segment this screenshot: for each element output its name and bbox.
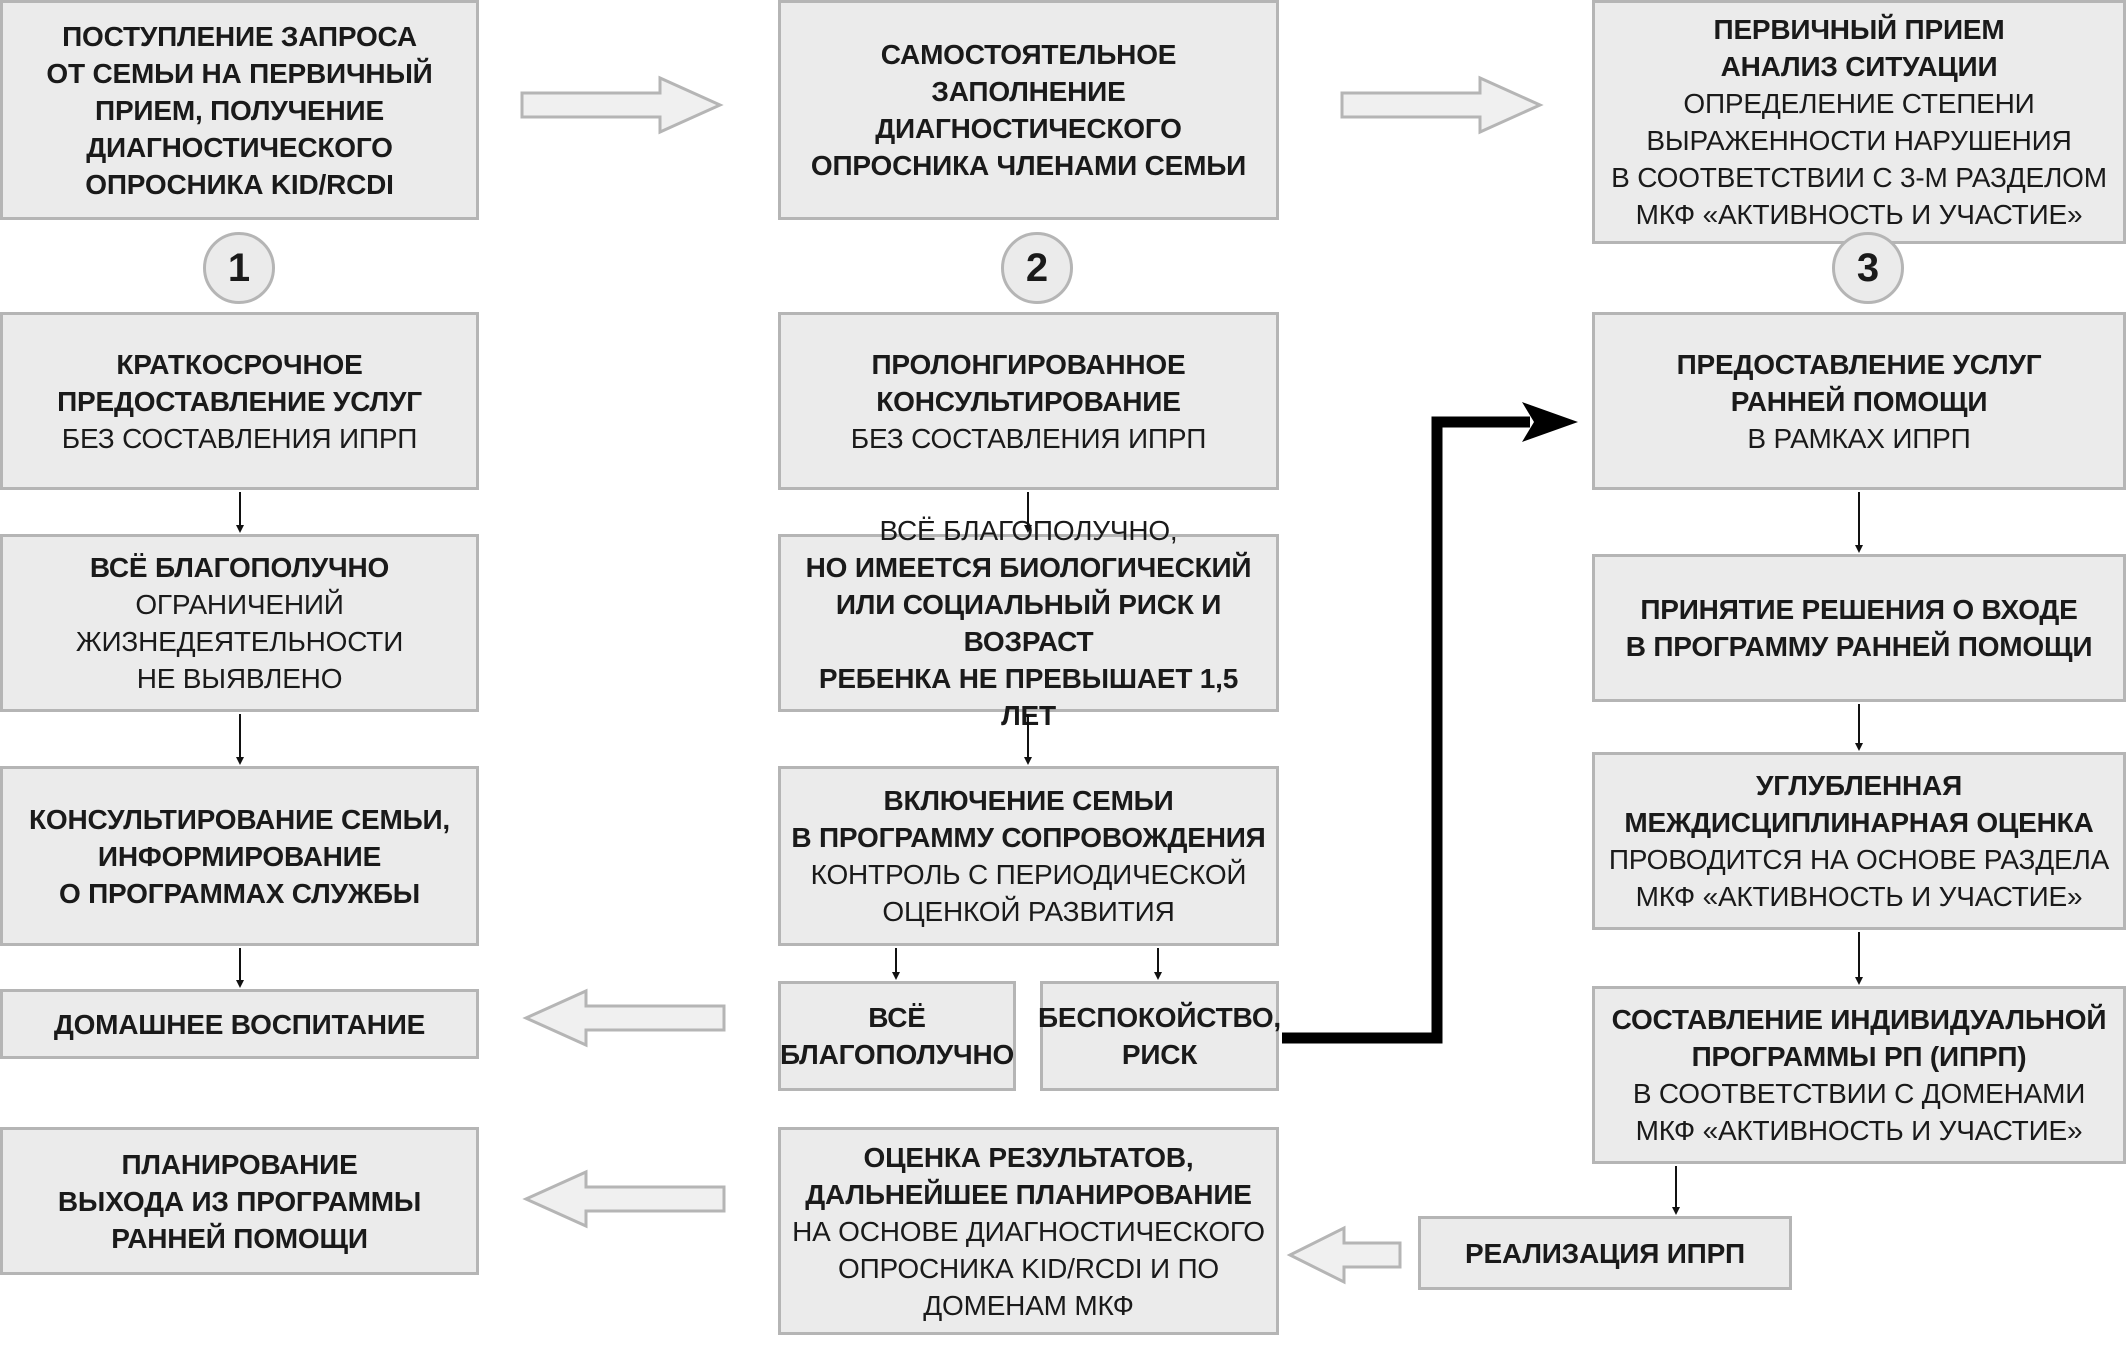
box-support-program: Включение семьи в программу сопровождени… bbox=[778, 766, 1279, 946]
box-evaluation-line: на основе диагностического bbox=[792, 1215, 1265, 1247]
box-all-good-line: не выявлено bbox=[136, 663, 343, 694]
box-self-fill-line: Самостоятельное bbox=[880, 39, 1177, 70]
step-badge-3: 3 bbox=[1832, 232, 1904, 304]
box-exit-planning: Планирование выхода из программы ранней … bbox=[0, 1127, 479, 1275]
box-primary-intake-line: Первичный прием bbox=[1713, 14, 2005, 45]
box-concern-line: Беспокойство, bbox=[1037, 1002, 1282, 1033]
box-all-good-2-line: благополучно bbox=[779, 1039, 1015, 1070]
box-ipr-compose-line: в соответствии с доменами bbox=[1632, 1078, 2086, 1109]
thick-arrowhead bbox=[1522, 402, 1578, 442]
box-deep-evaluation: Углубленная междисциплинарная оценка про… bbox=[1592, 752, 2126, 930]
box-risk: Всё благополучно, но имеется биологическ… bbox=[778, 515, 1279, 731]
box-ipr-compose-line: Составление индивидуальной bbox=[1611, 1004, 2107, 1035]
box-all-good: Всё благополучно ограничений жизнедеятел… bbox=[0, 534, 479, 712]
box-evaluation-line: Оценка результатов, bbox=[863, 1141, 1194, 1173]
block-arrow-left-home bbox=[522, 988, 726, 1048]
box-evaluation-line: дальнейшее планирование bbox=[805, 1178, 1252, 1210]
box-primary-intake-line: анализ ситуации bbox=[1720, 51, 1998, 82]
box-ipr-compose-line: МКФ «Активность и участие» bbox=[1635, 1115, 2083, 1146]
box-primary-intake-line: в соответствии с 3-м разделом bbox=[1611, 162, 2107, 193]
box-concern: Беспокойство, риск bbox=[1037, 981, 1282, 1091]
block-arrow-right-1 bbox=[520, 75, 724, 135]
box-request-line: прием, получение bbox=[95, 94, 384, 126]
box-short-term: Краткосрочное предоставление услуг без с… bbox=[0, 312, 479, 490]
block-arrow-left-exit bbox=[522, 1169, 726, 1229]
box-prolonged-line: консультирование bbox=[876, 385, 1181, 417]
box-ipr-compose: Составление индивидуальной программы РП … bbox=[1592, 986, 2126, 1164]
box-risk-line: но имеется биологический bbox=[805, 552, 1252, 583]
box-decision-line: Принятие решения о входе bbox=[1640, 594, 2078, 625]
box-deep-evaluation-line: проводится на основе раздела bbox=[1608, 844, 2110, 875]
box-services-line: в рамках ИПРП bbox=[1747, 422, 1971, 454]
box-request-line: от семьи на первичный bbox=[46, 57, 433, 89]
box-home-upbringing-line: Домашнее воспитание bbox=[53, 1008, 426, 1040]
box-support-program-line: Включение семьи bbox=[883, 785, 1174, 816]
box-evaluation-line: опросника KID/RCDI и по bbox=[838, 1252, 1219, 1284]
box-request: Поступление запроса от семьи на первичны… bbox=[0, 0, 479, 220]
box-short-term-line: без составления ИПРП bbox=[61, 422, 418, 454]
box-ipr-compose-line: программы РП (ИПРП) bbox=[1691, 1041, 2027, 1072]
box-primary-intake-line: определение степени bbox=[1683, 88, 2035, 119]
box-consulting-line: Консультирование семьи, bbox=[28, 803, 451, 835]
box-request-line: диагностического bbox=[86, 131, 393, 163]
box-short-term-line: Краткосрочное bbox=[116, 348, 363, 380]
box-consulting-line: информирование bbox=[97, 840, 382, 872]
step-badge-1: 1 bbox=[203, 232, 275, 304]
box-exit-planning-line: выхода из программы bbox=[57, 1185, 422, 1217]
box-concern-line: риск bbox=[1121, 1039, 1198, 1070]
box-all-good-2: Всё благополучно bbox=[778, 981, 1016, 1091]
box-primary-intake: Первичный прием анализ ситуации определе… bbox=[1592, 0, 2126, 244]
box-consulting: Консультирование семьи, информирование о… bbox=[0, 766, 479, 946]
box-prolonged-line: без составления ИПРП bbox=[850, 422, 1207, 454]
box-decision-line: в программу ранней помощи bbox=[1625, 631, 2093, 662]
box-consulting-line: о программах службы bbox=[58, 877, 421, 909]
box-decision: Принятие решения о входе в программу ран… bbox=[1592, 554, 2126, 702]
box-deep-evaluation-line: междисциплинарная оценка bbox=[1624, 807, 2094, 838]
box-support-program-line: оценкой развития bbox=[882, 896, 1175, 927]
thick-connector bbox=[1282, 416, 1530, 1044]
box-exit-planning-line: Планирование bbox=[121, 1148, 358, 1180]
box-services: Предоставление услуг ранней помощи в рам… bbox=[1592, 312, 2126, 490]
box-risk-line: или социальный риск и возраст bbox=[835, 589, 1222, 657]
box-ipr-realization: Реализация ИПРП bbox=[1418, 1216, 1792, 1290]
box-all-good-line: Всё благополучно bbox=[89, 552, 390, 583]
box-evaluation-line: доменам МКФ bbox=[923, 1289, 1134, 1321]
box-request-line: опросника KID/RCDI bbox=[85, 168, 394, 200]
box-self-fill: Самостоятельное заполнение диагностическ… bbox=[778, 0, 1279, 220]
box-home-upbringing: Домашнее воспитание bbox=[0, 989, 479, 1059]
box-all-good-2-line: Всё bbox=[868, 1002, 926, 1033]
box-deep-evaluation-line: МКФ «Активность и участие» bbox=[1635, 881, 2083, 912]
box-services-line: ранней помощи bbox=[1730, 385, 1988, 417]
box-exit-planning-line: ранней помощи bbox=[111, 1222, 368, 1254]
box-services-line: Предоставление услуг bbox=[1676, 348, 2042, 380]
box-all-good-line: ограничений bbox=[135, 589, 344, 620]
box-prolonged-line: Пролонгированное bbox=[871, 348, 1186, 380]
box-support-program-line: контроль с периодической bbox=[810, 859, 1247, 890]
box-support-program-line: в программу сопровождения bbox=[791, 822, 1266, 853]
box-request-line: Поступление запроса bbox=[62, 20, 417, 52]
box-self-fill-line: опросника членами семьи bbox=[810, 150, 1247, 181]
box-all-good-line: жизнедеятельности bbox=[75, 626, 404, 657]
box-evaluation: Оценка результатов, дальнейшее планирова… bbox=[778, 1127, 1279, 1335]
box-short-term-line: предоставление услуг bbox=[57, 385, 422, 417]
box-primary-intake-line: МКФ «Активность и участие» bbox=[1635, 199, 2083, 230]
block-arrow-left-evaluation bbox=[1286, 1225, 1402, 1285]
block-arrow-right-2 bbox=[1340, 75, 1544, 135]
box-primary-intake-line: выраженности нарушения bbox=[1646, 125, 2072, 156]
box-ipr-realization-line: Реализация ИПРП bbox=[1465, 1237, 1745, 1269]
step-badge-2: 2 bbox=[1001, 232, 1073, 304]
box-self-fill-line: заполнение диагностического bbox=[875, 76, 1182, 144]
box-deep-evaluation-line: Углубленная bbox=[1756, 770, 1962, 801]
box-prolonged: Пролонгированное консультирование без со… bbox=[778, 312, 1279, 490]
